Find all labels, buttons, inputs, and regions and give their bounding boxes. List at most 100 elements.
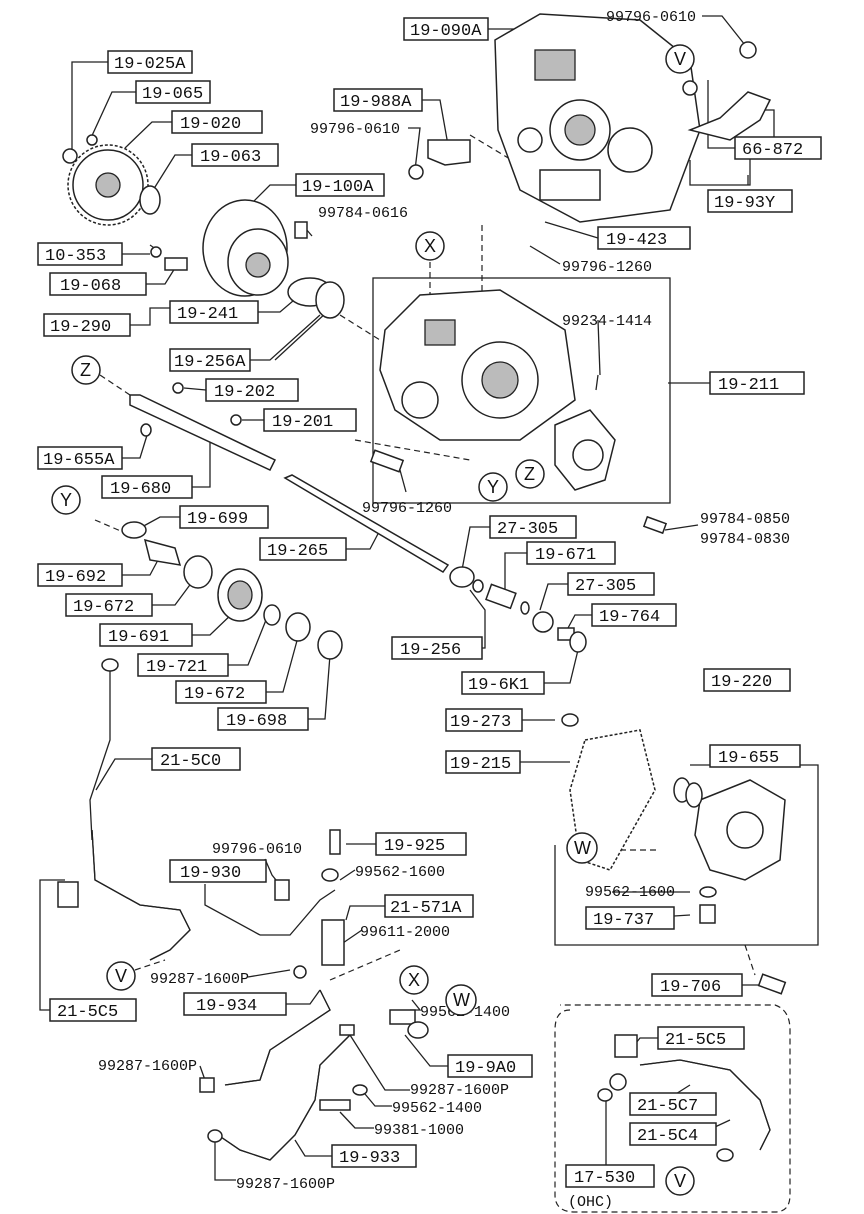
label-19-025A: 19-025A xyxy=(107,50,193,74)
number-99796-0610-b: 99796-0610 xyxy=(310,121,400,138)
marker-v-3: V xyxy=(665,1166,695,1196)
svg-text:19-423: 19-423 xyxy=(606,231,667,250)
svg-text:19-706: 19-706 xyxy=(660,978,721,997)
svg-text:19-655: 19-655 xyxy=(718,749,779,768)
marker-y-1: Y xyxy=(51,485,81,515)
svg-text:19-93Y: 19-93Y xyxy=(714,194,775,213)
svg-text:19-201: 19-201 xyxy=(272,413,333,432)
svg-text:X: X xyxy=(424,236,436,256)
number-99784-0830: 99784-0830 xyxy=(700,531,790,548)
marker-z-1: Z xyxy=(71,355,101,385)
number-99562-1400-b: 99562-1400 xyxy=(392,1100,482,1117)
svg-text:19-090A: 19-090A xyxy=(410,22,482,41)
svg-text:19-671: 19-671 xyxy=(535,546,596,565)
svg-text:19-764: 19-764 xyxy=(599,608,660,627)
label-19-706: 19-706 xyxy=(651,973,743,997)
svg-text:19-202: 19-202 xyxy=(214,383,275,402)
svg-text:Y: Y xyxy=(487,477,499,497)
label-19-256A: 19-256A xyxy=(169,348,251,372)
label-19-764: 19-764 xyxy=(591,603,677,627)
number-99611-2000: 99611-2000 xyxy=(360,924,450,941)
label-19-065: 19-065 xyxy=(135,80,211,104)
svg-text:21-5C7: 21-5C7 xyxy=(637,1097,698,1116)
marker-x-1: X xyxy=(415,231,445,261)
marker-z-2: Z xyxy=(515,459,545,489)
oil-pump-shaft xyxy=(283,474,450,573)
gasket xyxy=(569,729,656,871)
number-99287-1600P-b: 99287-1600P xyxy=(98,1058,197,1075)
svg-text:19-692: 19-692 xyxy=(45,568,106,587)
svg-text:19-698: 19-698 xyxy=(226,712,287,731)
svg-text:19-211: 19-211 xyxy=(718,376,779,395)
number-99784-0616: 99784-0616 xyxy=(318,205,408,222)
number-99287-1600P-c: 99287-1600P xyxy=(410,1082,509,1099)
label-19-6K1: 19-6K1 xyxy=(461,671,545,695)
svg-text:Z: Z xyxy=(80,360,91,380)
svg-text:19-241: 19-241 xyxy=(177,305,238,324)
svg-text:W: W xyxy=(453,990,470,1010)
label-19-265: 19-265 xyxy=(259,537,347,561)
label-19-680: 19-680 xyxy=(101,475,193,499)
svg-text:Y: Y xyxy=(60,490,72,510)
svg-text:V: V xyxy=(674,1171,686,1191)
dipstick-tube xyxy=(89,668,111,841)
number-99287-1600P-a: 99287-1600P xyxy=(150,971,249,988)
label-19-934: 19-934 xyxy=(183,992,287,1016)
svg-text:19-934: 19-934 xyxy=(196,997,257,1016)
label-19-988A: 19-988A xyxy=(333,88,423,112)
svg-text:19-215: 19-215 xyxy=(450,755,511,774)
number-99796-0610-a: 99796-0610 xyxy=(606,9,696,26)
label-19-672-b: 19-672 xyxy=(175,680,267,704)
label-19-671: 19-671 xyxy=(526,541,616,565)
svg-text:10-353: 10-353 xyxy=(45,247,106,266)
label-19-220: 19-220 xyxy=(703,668,791,692)
marker-y-2: Y xyxy=(478,472,508,502)
label-19-100A: 19-100A xyxy=(295,173,385,197)
svg-text:19-933: 19-933 xyxy=(339,1149,400,1168)
label-66-872: 66-872 xyxy=(734,136,822,160)
label-19-063: 19-063 xyxy=(191,143,279,167)
svg-text:19-680: 19-680 xyxy=(110,480,171,499)
marker-v-1: V xyxy=(665,44,695,74)
svg-text:19-6K1: 19-6K1 xyxy=(468,676,529,695)
svg-text:21-5C0: 21-5C0 xyxy=(160,752,221,771)
part-labels: 19-090A 19-025A 19-065 19-020 19-063 19-… xyxy=(37,17,822,1188)
number-99562-1600-a: 99562-1600 xyxy=(355,864,445,881)
svg-text:19-063: 19-063 xyxy=(200,148,261,167)
label-21-5C5-a: 21-5C5 xyxy=(49,998,137,1022)
svg-text:21-5C5: 21-5C5 xyxy=(57,1003,118,1022)
svg-text:19-273: 19-273 xyxy=(450,713,511,732)
label-19-699: 19-699 xyxy=(179,505,269,529)
marker-v-2: V xyxy=(106,961,136,991)
svg-text:19-020: 19-020 xyxy=(180,115,241,134)
label-19-655A: 19-655A xyxy=(37,446,123,470)
label-19-933: 19-933 xyxy=(331,1144,417,1168)
label-19-721: 19-721 xyxy=(137,653,229,677)
marker-w-2: W xyxy=(445,984,477,1016)
number-99562-1600-b: 99562-1600 xyxy=(585,884,675,901)
label-19-672-a: 19-672 xyxy=(65,593,153,617)
svg-text:V: V xyxy=(674,49,686,69)
svg-text:19-025A: 19-025A xyxy=(114,55,186,74)
label-19-202: 19-202 xyxy=(205,378,299,402)
reference-markers: V X Z Y Z Y W V X W V xyxy=(51,44,695,1196)
svg-text:19-100A: 19-100A xyxy=(302,178,374,197)
ohc-note: (OHC) xyxy=(568,1194,613,1211)
marker-x-2: X xyxy=(399,965,429,995)
svg-text:19-699: 19-699 xyxy=(187,510,248,529)
label-19-737: 19-737 xyxy=(585,906,675,930)
marker-w-1: W xyxy=(566,832,598,864)
label-19-211: 19-211 xyxy=(709,371,805,395)
turbine-shaft xyxy=(129,394,277,471)
svg-text:W: W xyxy=(574,838,591,858)
bracket-66-872 xyxy=(687,91,772,141)
number-99796-0610-c: 99796-0610 xyxy=(212,841,302,858)
svg-text:19-265: 19-265 xyxy=(267,542,328,561)
label-19-020: 19-020 xyxy=(171,110,263,134)
svg-text:19-721: 19-721 xyxy=(146,658,207,677)
label-19-256: 19-256 xyxy=(391,636,483,660)
svg-text:21-571A: 21-571A xyxy=(390,899,462,918)
svg-text:X: X xyxy=(408,970,420,990)
svg-text:19-655A: 19-655A xyxy=(43,451,115,470)
